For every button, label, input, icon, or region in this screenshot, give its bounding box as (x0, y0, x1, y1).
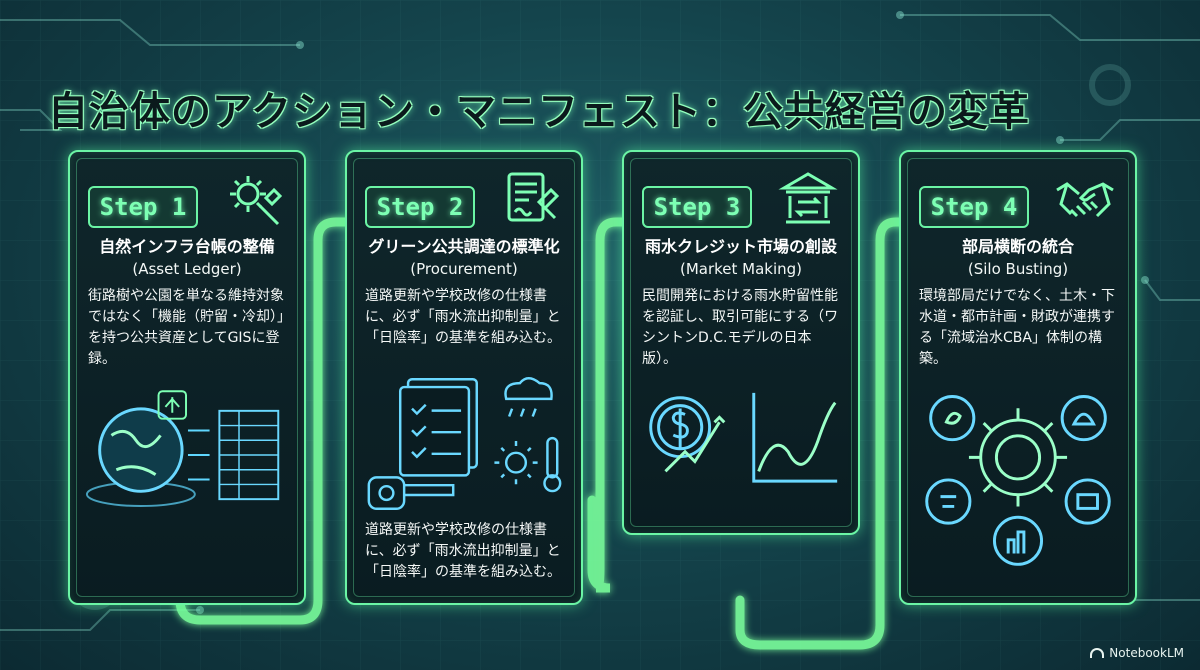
step-card-4: Step 4 部局横断の統合 (Silo Busting) 環境部局だけでなく、… (899, 150, 1137, 605)
card-title: 自然インフラ台帳の整備 (99, 237, 275, 256)
page-title: 自治体のアクション・マニフェスト：公共経営の変革 (48, 88, 1030, 135)
step-badge: Step 4 (919, 186, 1029, 228)
step-badge: Step 3 (642, 186, 752, 228)
card-subtitle: (Asset Ledger) (132, 260, 242, 278)
card-title: 部局横断の統合 (961, 237, 1074, 256)
card-description: 道路更新や学校改修の仕様書に、必ず「雨水流出抑制量」と「日陰率」の基準を組み込む… (365, 288, 561, 346)
brand-name: NotebookLM (1109, 646, 1184, 660)
brand-logo: NotebookLM (1090, 646, 1184, 660)
card-description: 街路樹や公園を単なる維持対象ではなく「機能（貯留・冷却）」を持つ公共資産としてG… (88, 288, 284, 367)
card-subtitle: (Market Making) (679, 260, 803, 278)
notebooklm-icon (1090, 648, 1105, 658)
globe-to-table-illustration (82, 380, 292, 530)
card-description: 環境部局だけでなく、土木・下水道・都市計画・財政が連携する「流域治水CBA」体制… (919, 288, 1115, 367)
step-card-1: Step 1 自然インフラ台帳の整備 (Asset Ledger) 街路樹や公園… (68, 150, 306, 605)
card-title: グリーン公共調達の標準化 (368, 237, 560, 256)
step-badge: Step 1 (88, 186, 198, 228)
contract-gavel-icon (507, 172, 560, 222)
spec-document-weather-illustration (359, 368, 569, 518)
gear-wrench-icon (230, 176, 283, 226)
step-card-2: Step 2 グリーン公共調達の標準化 (Procurement) 道路更新や学… (345, 150, 583, 605)
card-subtitle: (Procurement) (410, 260, 518, 278)
card-description-repeat: 道路更新や学校改修の仕様書に、必ず「雨水流出抑制量」と「日陰率」の基準を組み込む… (365, 522, 561, 580)
card-title: 雨水クレジット市場の創設 (644, 237, 837, 256)
interlocking-gears-illustration (913, 377, 1123, 577)
bank-exchange-icon (778, 172, 838, 224)
handshake-icon (1056, 182, 1114, 218)
card-description: 民間開発における雨水貯留性能を認証し、取引可能にする（ワシントンD.C.モデルの… (642, 288, 839, 367)
step-card-3: Step 3 雨水クレジット市場の創設 (Market Making) 民間開発… (622, 150, 860, 535)
step-badge: Step 2 (365, 186, 475, 228)
dollar-growth-chart-illustration (636, 372, 846, 502)
card-subtitle: (Silo Busting) (967, 260, 1069, 278)
